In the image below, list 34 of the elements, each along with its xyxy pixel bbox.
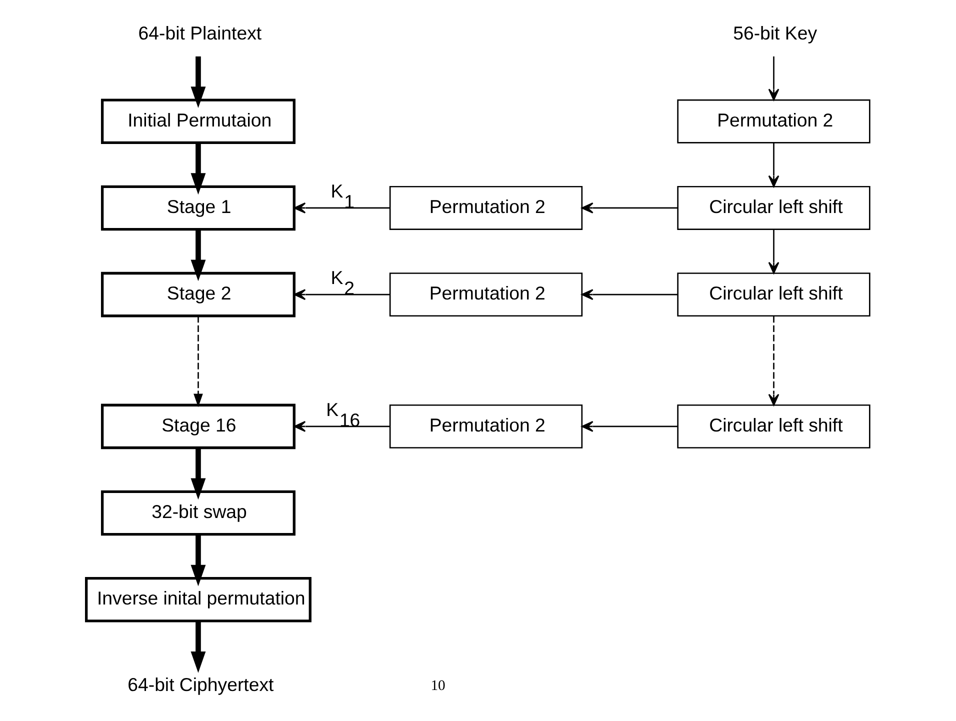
arrow: [768, 143, 780, 188]
node-box: Initial Permutaion: [100, 98, 296, 144]
arrow: [294, 202, 390, 214]
arrow: [194, 316, 203, 408]
arrow: [294, 420, 390, 432]
node-text: 56-bit Key: [733, 22, 818, 44]
node-box: Inverse inital permutation: [85, 576, 312, 622]
arrow: [190, 534, 206, 586]
node-box: Circular left shift: [677, 186, 870, 230]
arrow: [581, 289, 678, 300]
node-text: 64-bit Ciphyertext: [128, 674, 274, 696]
node-box: Circular left shift: [677, 272, 870, 317]
arrow: [190, 448, 206, 500]
arrow: [190, 56, 206, 108]
arrow: [581, 202, 678, 214]
arrow: [190, 621, 206, 673]
node-box: Permutation 2: [677, 99, 870, 144]
node-box: Permutation 2: [389, 272, 583, 317]
node-box: Circular left shift: [677, 404, 870, 448]
node-box: Stage 2: [100, 272, 296, 318]
arrow: [190, 230, 206, 282]
arrow: [581, 420, 678, 432]
node-text: 64-bit Plaintext: [138, 22, 262, 44]
label: 10: [430, 678, 446, 694]
node-box: Permutation 2: [389, 186, 583, 230]
node-box: Stage 16: [100, 404, 296, 450]
arrow: [190, 143, 206, 195]
node-box: Stage 1: [100, 185, 296, 231]
arrow: [768, 316, 780, 406]
node-box: Permutation 2: [389, 404, 583, 448]
node-box: 32-bit swap: [100, 490, 296, 536]
arrow: [768, 230, 780, 274]
arrow: [768, 56, 780, 101]
arrow: [294, 289, 390, 300]
